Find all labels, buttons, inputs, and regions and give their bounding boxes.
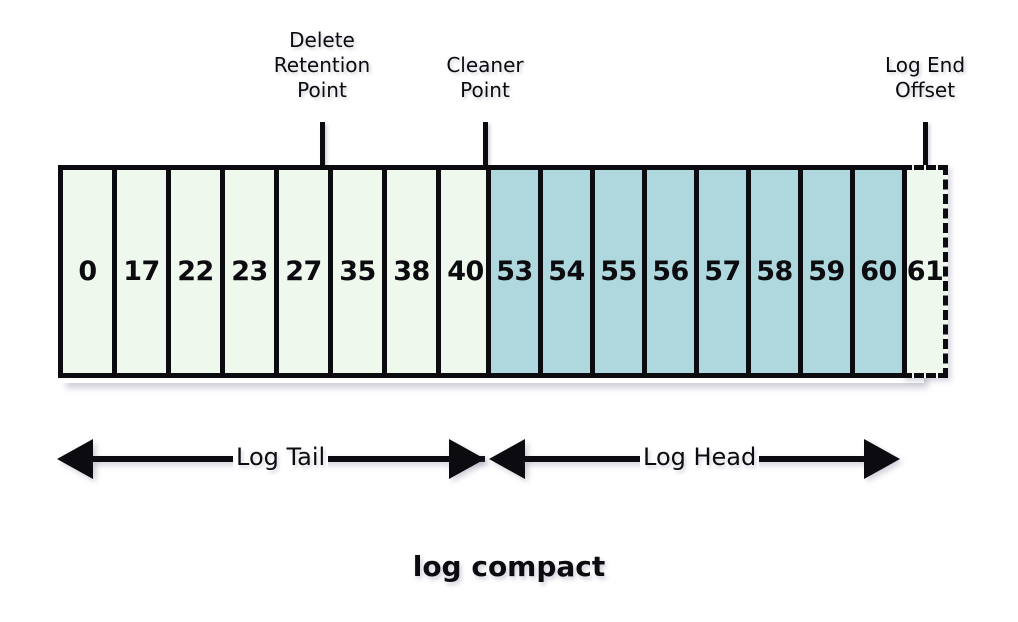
log-cell-offset: 61 [906, 256, 944, 287]
log-head-arrowhead-right [864, 439, 900, 479]
log-cell[interactable]: 53 [486, 165, 543, 378]
log-cell[interactable]: 54 [538, 165, 595, 378]
log-cell[interactable]: 58 [746, 165, 803, 378]
log-cell-offset: 55 [600, 256, 637, 287]
log-cell[interactable]: 17 [112, 165, 171, 378]
log-cell-offset: 60 [860, 256, 897, 287]
log-cell[interactable]: 55 [590, 165, 647, 378]
log-tail-arrowhead-left [57, 439, 93, 479]
log-cell-offset: 58 [756, 256, 793, 287]
log-cell[interactable]: 35 [328, 165, 387, 378]
delete-retention-point-leader [320, 122, 325, 167]
log-cell[interactable]: 38 [382, 165, 441, 378]
log-head-label: Log Head [640, 442, 760, 472]
log-cell[interactable]: 23 [220, 165, 279, 378]
log-cell-offset: 35 [339, 256, 376, 287]
log-cell[interactable]: 59 [798, 165, 855, 378]
log-cell[interactable]: 56 [642, 165, 699, 378]
log-end-offset-label: Log End Offset [884, 53, 966, 102]
log-head-arrowhead-left [489, 439, 525, 479]
delete-retention-point-label: Delete Retention Point [273, 28, 371, 102]
log-cell-offset: 0 [78, 256, 97, 287]
log-cell[interactable]: 40 [436, 165, 495, 378]
cleaner-point-leader [483, 122, 488, 167]
log-cell-pending[interactable]: 61 [902, 165, 948, 378]
log-cell-offset: 40 [447, 256, 484, 287]
log-cell-offset: 27 [285, 256, 322, 287]
log-cell-offset: 23 [231, 256, 268, 287]
log-cell-offset: 54 [548, 256, 585, 287]
log-cell[interactable]: 27 [274, 165, 333, 378]
log-box: 0 17 22 23 27 35 38 40 53 54 55 56 57 58… [58, 165, 948, 378]
log-cell[interactable]: 0 [58, 165, 117, 378]
log-cell-offset: 38 [393, 256, 430, 287]
log-tail-arrow: Log Tail [0, 439, 1018, 496]
log-cell[interactable]: 60 [850, 165, 907, 378]
log-cell-offset: 59 [808, 256, 845, 287]
log-head-arrow: Log Head [0, 439, 1018, 496]
log-tail-label: Log Tail [233, 442, 329, 472]
log-cell[interactable]: 57 [694, 165, 751, 378]
log-cell[interactable]: 22 [166, 165, 225, 378]
log-cell-offset: 22 [177, 256, 214, 287]
cleaner-point-label: Cleaner Point [446, 53, 524, 102]
log-tail-arrowhead-right [449, 439, 485, 479]
log-end-offset-leader [923, 122, 928, 167]
log-cell-offset: 57 [704, 256, 741, 287]
log-cell-offset: 56 [652, 256, 689, 287]
log-cell-offset: 53 [496, 256, 533, 287]
log-cell-offset: 17 [123, 256, 160, 287]
diagram-caption: log compact [412, 550, 606, 583]
